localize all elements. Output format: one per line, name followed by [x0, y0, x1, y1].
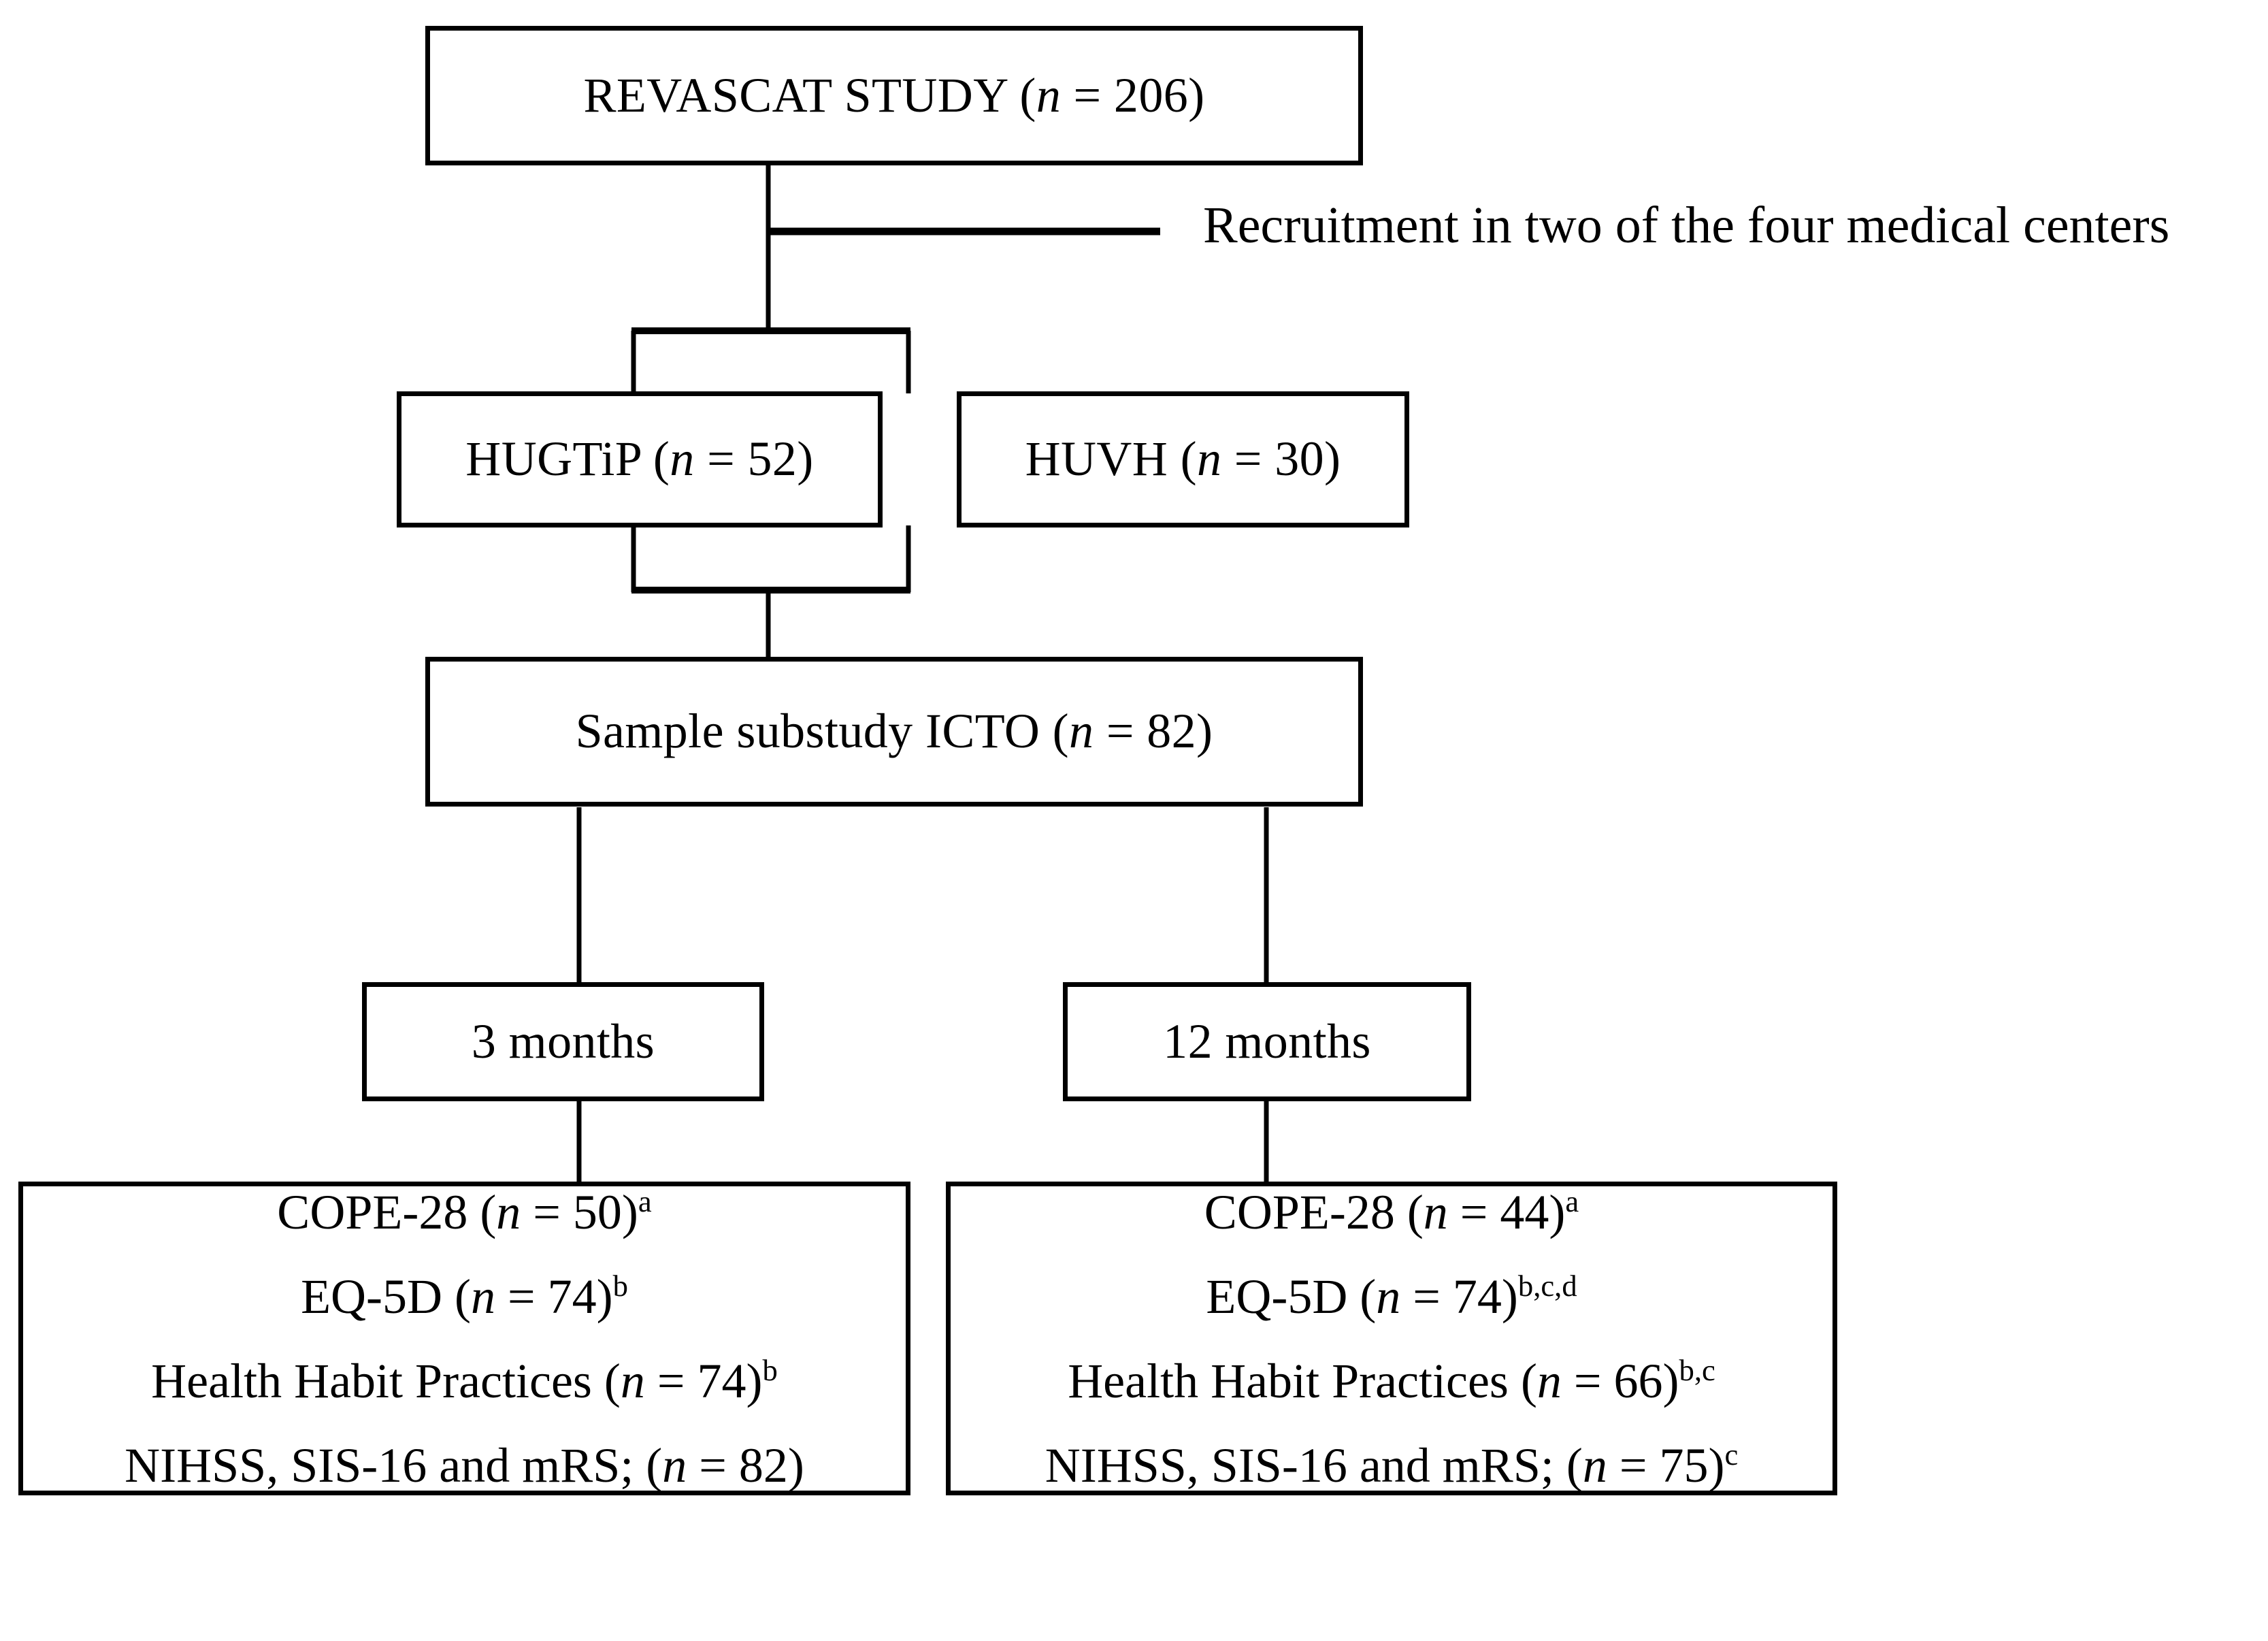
n-symbol: n — [670, 432, 695, 487]
node-sample-substudy-icto-label: Sample substudy ICTO (n = 82) — [575, 704, 1213, 759]
outcome-item-cope28: COPE-28 (n = 50)a — [277, 1184, 652, 1239]
node-revascat-study[interactable]: REVASCAT STUDY (n = 206) — [425, 26, 1363, 165]
n-symbol: n — [1036, 67, 1062, 123]
node-revascat-study-label: REVASCAT STUDY (n = 206) — [583, 67, 1205, 123]
annotation-recruitment-note: Recruitment in two of the four medical c… — [1203, 197, 2170, 254]
node-huvh[interactable]: HUVH (n = 30) — [957, 391, 1409, 527]
node-huvh-label: HUVH (n = 30) — [1025, 432, 1341, 487]
outcome-item-health-habit-practices: Health Habit Practices (n = 74)b — [151, 1352, 778, 1408]
node-twelve-months[interactable]: 12 months — [1063, 982, 1471, 1101]
n-symbol: n — [471, 1269, 496, 1324]
n-symbol: n — [1536, 1353, 1562, 1408]
n-symbol: n — [496, 1184, 521, 1239]
n-symbol: n — [662, 1437, 687, 1493]
n-symbol: n — [1196, 432, 1222, 487]
n-symbol: n — [1423, 1184, 1448, 1239]
node-outcomes-twelve-months[interactable]: COPE-28 (n = 44)a EQ-5D (n = 74)b,c,d He… — [946, 1182, 1837, 1495]
outcome-item-eq5d: EQ-5D (n = 74)b — [301, 1268, 628, 1324]
outcome-item-nihss-sis16-mrs: NIHSS, SIS-16 and mRS; (n = 82) — [125, 1437, 804, 1493]
n-symbol: n — [1376, 1269, 1401, 1324]
n-symbol: n — [1582, 1437, 1607, 1493]
outcome-item-health-habit-practices: Health Habit Practices (n = 66)b,c — [1068, 1352, 1715, 1408]
outcome-item-eq5d: EQ-5D (n = 74)b,c,d — [1206, 1268, 1577, 1324]
node-hugtip[interactable]: HUGTiP (n = 52) — [397, 391, 883, 527]
node-three-months-label: 3 months — [471, 1013, 655, 1069]
footnote-marker: a — [638, 1184, 652, 1218]
node-three-months[interactable]: 3 months — [362, 982, 764, 1101]
footnote-marker: b,c — [1679, 1352, 1715, 1387]
footnote-marker: a — [1565, 1184, 1579, 1218]
node-twelve-months-label: 12 months — [1163, 1013, 1371, 1069]
outcome-item-cope28: COPE-28 (n = 44)a — [1204, 1184, 1579, 1239]
node-hugtip-label: HUGTiP (n = 52) — [465, 432, 814, 487]
node-outcomes-three-months[interactable]: COPE-28 (n = 50)a EQ-5D (n = 74)b Health… — [18, 1182, 910, 1495]
n-symbol: n — [1069, 704, 1094, 759]
footnote-marker: c — [1724, 1437, 1739, 1472]
footnote-marker: b — [612, 1268, 628, 1303]
footnote-marker: b — [762, 1352, 778, 1387]
n-symbol: n — [620, 1353, 645, 1408]
node-sample-substudy-icto[interactable]: Sample substudy ICTO (n = 82) — [425, 657, 1363, 807]
outcome-item-nihss-sis16-mrs: NIHSS, SIS-16 and mRS; (n = 75)c — [1045, 1437, 1739, 1493]
footnote-marker: b,c,d — [1517, 1268, 1577, 1303]
